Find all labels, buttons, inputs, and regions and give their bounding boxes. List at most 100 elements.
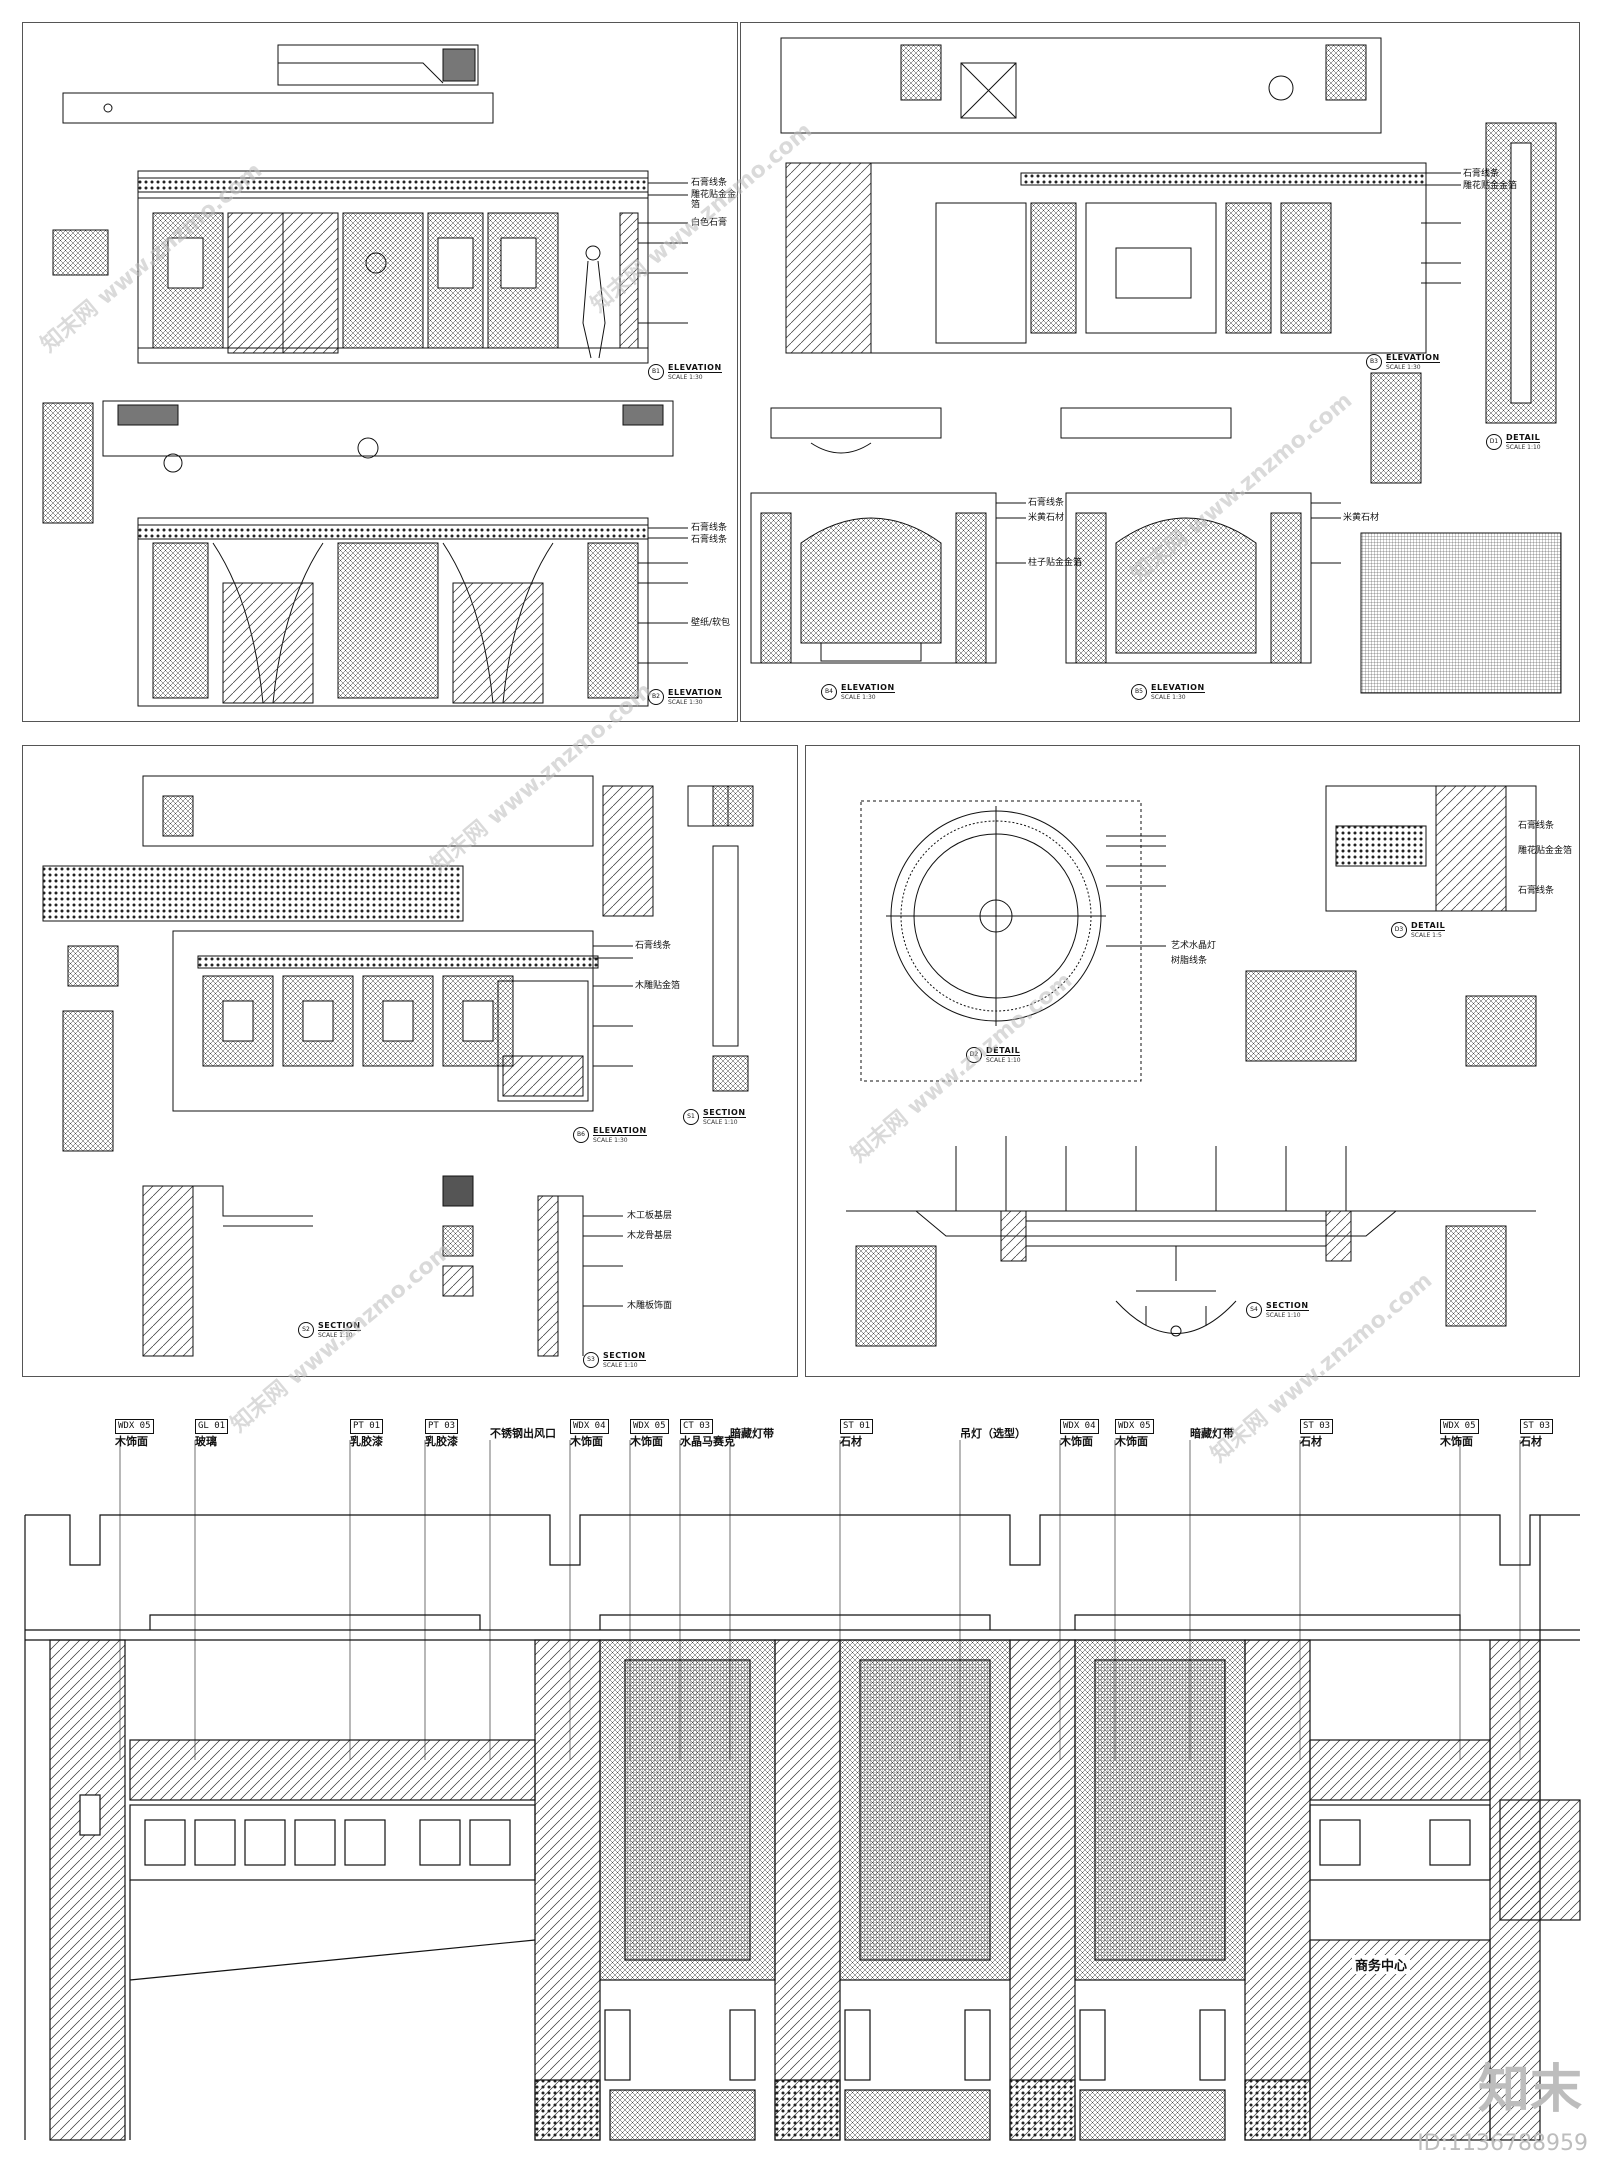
material-code: WDX 04 — [570, 1419, 609, 1434]
title-scale: SCALE 1:30 — [668, 699, 703, 706]
note-1: 石膏线条 — [1463, 169, 1500, 179]
title-num: B5 — [1131, 684, 1147, 700]
note-1: 石膏线条 — [691, 178, 728, 188]
note-1: 石膏线条 — [1518, 821, 1555, 831]
sheet-elevations-b3-b5: 石膏线条 雕花贴金金箔 石膏线条 米黄石材 柱子贴金金箔 米黄石材 B3 ELE… — [740, 22, 1580, 722]
material-name: 水晶马赛克 — [680, 1435, 735, 1448]
title-scale: SCALE 1:10 — [1506, 444, 1541, 451]
title-text: ELEVATION — [841, 683, 895, 693]
signage-text: 商务中心 — [1352, 1955, 1411, 1974]
material-name: 石材 — [1520, 1435, 1542, 1448]
note-3: 石膏线条 — [691, 523, 728, 533]
material-name: 不锈钢出风口 — [490, 1427, 556, 1440]
title-text: DETAIL — [986, 1046, 1021, 1056]
title-text: ELEVATION — [668, 363, 722, 373]
title-scale: SCALE 1:10 — [1266, 1312, 1301, 1319]
material-name: 木饰面 — [1115, 1435, 1148, 1448]
title-num: B4 — [821, 684, 837, 700]
material-name: 玻璃 — [195, 1435, 217, 1448]
title-scale: SCALE 1:30 — [1151, 694, 1186, 701]
note-2: 雕花贴金金箔 — [1463, 181, 1518, 191]
drawing-elevations-b1-b2 — [42, 44, 688, 707]
title-num: B1 — [648, 364, 664, 380]
title-num: B6 — [573, 1127, 589, 1143]
material-name: 石材 — [840, 1435, 862, 1448]
material-name: 木饰面 — [570, 1435, 603, 1448]
title-num: D3 — [1391, 922, 1407, 938]
drawing-main-elevation — [24, 1440, 1581, 2141]
title-num: B2 — [648, 689, 664, 705]
material-name: 吊灯（选型） — [960, 1427, 1026, 1440]
material-code: PT 03 — [425, 1419, 459, 1434]
title-scale: SCALE 1:30 — [668, 374, 703, 381]
note-5: 艺术水晶灯 — [1171, 941, 1217, 951]
title-scale: SCALE 1:10 — [703, 1119, 738, 1126]
title-scale: SCALE 1:30 — [593, 1137, 628, 1144]
material-name: 暗藏灯带 — [1190, 1427, 1234, 1440]
title-text: SECTION — [318, 1321, 361, 1331]
title-num: B3 — [1366, 354, 1382, 370]
material-name: 乳胶漆 — [350, 1435, 383, 1448]
note-2: 木龙骨基层 — [627, 1231, 673, 1241]
title-num: D2 — [966, 1047, 982, 1063]
note-1: 木工板基层 — [627, 1211, 673, 1221]
title-text: SECTION — [1266, 1301, 1309, 1311]
title-num: D1 — [1486, 434, 1502, 450]
title-num: S4 — [1246, 1302, 1262, 1318]
note-4: 白色石膏 — [691, 218, 728, 228]
note-4: 树脂线条 — [1171, 956, 1208, 966]
note-6: 米黄石材 — [1343, 513, 1380, 523]
note-2: 雕花贴金金箔 — [691, 190, 737, 210]
material-label: 不锈钢出风口 — [490, 1426, 562, 1440]
title-text: ELEVATION — [1386, 353, 1440, 363]
material-name: 木饰面 — [115, 1435, 148, 1448]
material-code: WDX 04 — [1060, 1419, 1099, 1434]
material-name: 木饰面 — [1060, 1435, 1093, 1448]
title-scale: SCALE 1:30 — [841, 694, 876, 701]
note-5: 石膏线条 — [691, 535, 728, 545]
drawing-elevation-b6-sections — [42, 775, 754, 1357]
title-num: S3 — [583, 1352, 599, 1368]
sheet-elevation-b6-sections: 木工板基层 木龙骨基层 石膏线条 木雕贴金箔 木雕板饰面 B6 ELEVATIO… — [22, 745, 798, 1377]
material-code: ST 01 — [840, 1419, 874, 1434]
title-scale: SCALE 1:10 — [318, 1332, 353, 1339]
title-scale: SCALE 1:30 — [1386, 364, 1421, 371]
title-text: DETAIL — [1506, 433, 1541, 443]
material-code: GL 01 — [195, 1419, 229, 1434]
material-code: WDX 05 — [1440, 1419, 1479, 1434]
note-2: 雕花贴金金箔 — [1518, 846, 1573, 856]
title-num: S1 — [683, 1109, 699, 1125]
material-code: CT 03 — [680, 1419, 714, 1434]
note-3: 石膏线条 — [1518, 886, 1555, 896]
material-label: 暗藏灯带 — [730, 1426, 802, 1440]
drawing-elevations-b3-b5 — [750, 37, 1562, 694]
title-text: DETAIL — [1411, 921, 1446, 931]
drawing-details-ceiling — [846, 785, 1537, 1347]
image-id: ID:1136788959 — [1417, 2131, 1588, 2156]
title-scale: SCALE 1:10 — [986, 1057, 1021, 1064]
material-code: PT 01 — [350, 1419, 384, 1434]
title-scale: SCALE 1:5 — [1411, 932, 1442, 939]
material-label: 暗藏灯带 — [1190, 1426, 1262, 1440]
note-4: 米黄石材 — [1028, 513, 1065, 523]
